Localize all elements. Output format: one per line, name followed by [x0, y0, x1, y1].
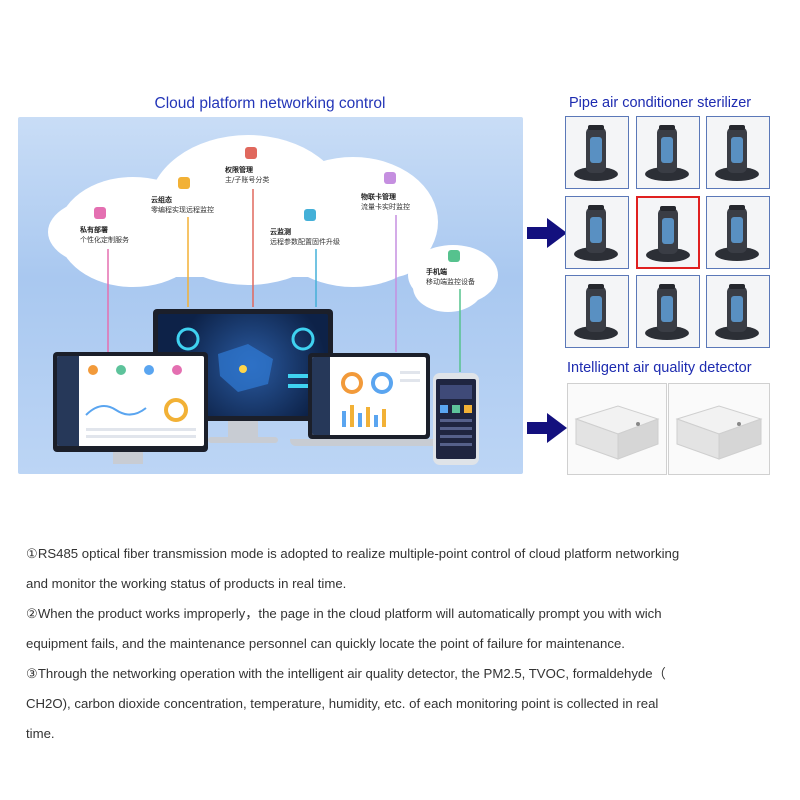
paragraph-line: ②When the product works improperly，the p… — [26, 606, 662, 621]
sterilizer-device-icon — [715, 284, 759, 340]
sterilizer-device-icon — [574, 125, 618, 181]
sterilizer-device-icon — [715, 204, 759, 261]
dashboard-widgets — [85, 365, 196, 438]
phone-widgets — [440, 385, 472, 446]
cloud-shape — [413, 262, 483, 312]
node-private-deploy: 私有部署 个性化定制服务 — [80, 225, 129, 245]
connector-lines — [107, 189, 461, 372]
cube-icon — [94, 207, 106, 219]
lock-icon — [245, 147, 257, 159]
node-desc: 个性化定制服务 — [80, 236, 129, 244]
node-title: 物联卡管理 — [361, 193, 396, 201]
node-cloud-config: 云组态 零编程实现远程监控 — [151, 195, 214, 215]
arrow-right-icon — [527, 413, 567, 443]
sterilizer-section-title: Pipe air conditioner sterilizer — [569, 95, 752, 111]
node-desc: 主/子账号分类 — [225, 176, 270, 184]
cloud-section-title: Cloud platform networking control — [154, 95, 386, 112]
detector-device-visual — [574, 405, 660, 460]
sterilizer-device-icon — [644, 125, 689, 181]
detector-device-visual — [675, 405, 763, 460]
laptop-base — [290, 439, 450, 446]
layers-icon — [304, 209, 316, 221]
sim-card-icon — [384, 172, 396, 184]
node-desc: 零编程实现远程监控 — [151, 206, 214, 214]
phone-screen — [436, 379, 476, 459]
node-title: 权限管理 — [225, 166, 253, 174]
sterilizer-device-icon — [644, 284, 689, 340]
description-paragraph-2: ②When the product works improperly，the p… — [26, 599, 776, 659]
sterilizer-grid — [565, 116, 770, 348]
detector-section-title: Intelligent air quality detector — [567, 360, 752, 376]
node-iot-card: 物联卡管理 流量卡实时监控 — [361, 192, 410, 212]
sterilizer-cell — [706, 116, 770, 189]
description-paragraph-3: ③Through the networking operation with t… — [26, 659, 776, 749]
dashboard-screen — [57, 356, 204, 446]
monitor-stand — [113, 452, 143, 464]
node-title: 云组态 — [151, 196, 172, 204]
node-title: 手机端 — [426, 268, 447, 276]
sterilizer-cell — [706, 195, 770, 269]
sterilizer-device-icon — [715, 125, 759, 181]
smartphone — [433, 373, 479, 465]
detector-image — [567, 383, 667, 475]
node-desc: 流量卡实时监控 — [361, 203, 410, 211]
paragraph-line: ③Through the networking operation with t… — [26, 666, 666, 681]
node-title: 私有部署 — [80, 226, 108, 234]
group-icon — [178, 177, 190, 189]
paragraph-line: and monitor the working status of produc… — [26, 576, 347, 591]
sterilizer-device-icon — [574, 284, 618, 340]
sterilizer-cell — [565, 275, 629, 348]
node-title: 云监测 — [270, 228, 291, 236]
laptop — [308, 353, 430, 439]
node-permission: 权限管理 主/子账号分类 — [225, 165, 269, 185]
sterilizer-cell — [565, 195, 629, 269]
node-desc: 移动端监控设备 — [426, 278, 475, 286]
detector-image — [668, 383, 770, 475]
dashboard-screen — [312, 357, 426, 435]
left-monitor — [53, 352, 208, 452]
sterilizer-device-icon — [574, 204, 618, 261]
sterilizer-cell — [706, 275, 770, 348]
paragraph-line: ①RS485 optical fiber transmission mode i… — [26, 546, 680, 561]
sterilizer-cell — [565, 116, 629, 189]
sterilizer-cell — [635, 195, 700, 269]
node-mobile: 手机端 移动端监控设备 — [426, 267, 475, 287]
node-desc: 远程参数配置固件升级 — [270, 238, 340, 246]
paragraph-line: equipment fails, and the maintenance per… — [26, 636, 625, 651]
paragraph-line: time. — [26, 726, 55, 741]
monitor-base — [208, 437, 278, 443]
sterilizer-cell — [635, 275, 700, 348]
monitor-stand — [228, 421, 258, 439]
phone-icon — [448, 250, 460, 262]
sterilizer-device-icon — [645, 205, 690, 262]
dashboard-widgets — [341, 371, 420, 427]
arrow-right-icon — [527, 218, 567, 248]
node-cloud-monitor: 云监测 远程参数配置固件升级 — [270, 227, 340, 247]
paragraph-line: CH2O), carbon dioxide concentration, tem… — [26, 696, 659, 711]
sterilizer-cell — [635, 116, 700, 189]
cloud-platform-illustration: 私有部署 个性化定制服务 云组态 零编程实现远程监控 权限管理 主/子账号分类 … — [18, 117, 523, 474]
description-paragraph-1: ①RS485 optical fiber transmission mode i… — [26, 539, 776, 599]
